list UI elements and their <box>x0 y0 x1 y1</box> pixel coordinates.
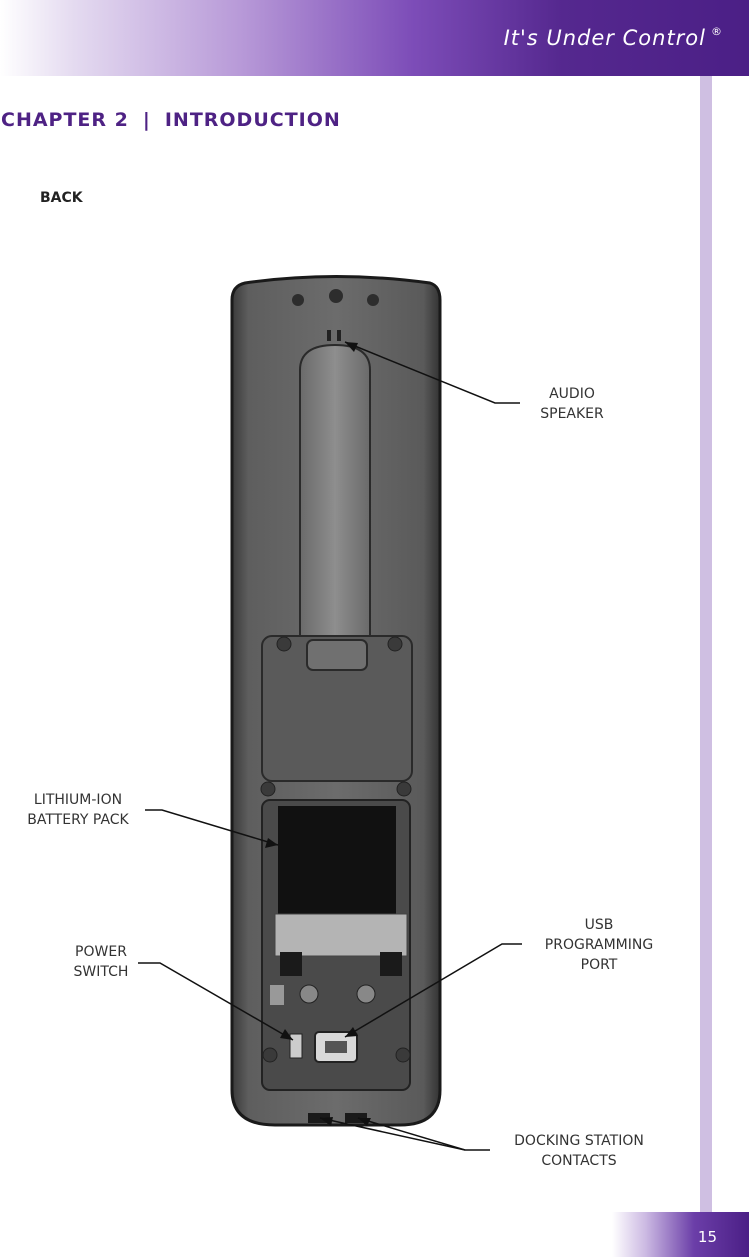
callout-battery-pack-line2: BATTERY PACK <box>27 812 129 828</box>
docking-contact <box>345 1113 367 1123</box>
battery-clip <box>280 952 302 976</box>
page-number: 15 <box>697 1228 717 1246</box>
screw <box>260 781 276 797</box>
chapter-separator: | <box>142 109 151 131</box>
screw <box>395 1047 411 1063</box>
speaker-hole <box>337 330 341 341</box>
docking-contacts-leader <box>357 1117 466 1151</box>
lithium-ion-battery <box>278 806 396 916</box>
page-footer: 15 <box>612 1212 749 1257</box>
top-screw-left <box>292 294 304 306</box>
callout-docking-contacts-line1: DOCKING STATION <box>514 1133 644 1149</box>
brand-tagline: It's Under Control ® <box>504 25 723 50</box>
registered-mark: ® <box>711 25 723 38</box>
usb-port-slot <box>325 1041 347 1053</box>
tagline-text: It's Under Control <box>503 26 706 50</box>
power-switch <box>289 1033 303 1059</box>
chapter-heading: CHAPTER 2 | INTRODUCTION <box>1 109 341 131</box>
callout-audio-speaker-line2: SPEAKER <box>540 406 604 422</box>
docking-contacts-arrow <box>320 1117 333 1126</box>
docking-contacts-arrow <box>358 1118 371 1126</box>
battery-cover-ridge <box>299 343 371 661</box>
screw <box>276 636 292 652</box>
usb-port-arrow <box>345 1027 358 1037</box>
callout-usb-port: USB PROGRAMMING PORT <box>524 915 674 975</box>
section-title: BACK <box>40 190 83 206</box>
cover-latch <box>306 639 368 671</box>
docking-contact <box>308 1113 330 1123</box>
callout-docking-contacts-line2: CONTACTS <box>541 1153 617 1169</box>
audio-speaker-leader <box>344 341 520 404</box>
callout-power-switch-line2: SWITCH <box>73 964 129 980</box>
speaker-hole <box>327 330 331 341</box>
chapter-label: CHAPTER 2 <box>1 109 129 131</box>
top-screw-right <box>367 294 379 306</box>
callout-usb-port-line2: PROGRAMMING <box>544 937 654 953</box>
battery-pack-arrow <box>265 838 278 848</box>
terminal-screw <box>299 984 319 1004</box>
callout-battery-pack: LITHIUM-ION BATTERY PACK <box>8 790 148 830</box>
battery-label-strip <box>274 913 408 957</box>
screw <box>396 781 412 797</box>
audio-speaker-arrow <box>345 342 358 352</box>
battery-clip <box>380 952 402 976</box>
usb-port-leader <box>344 943 522 1038</box>
callout-power-switch: POWER SWITCH <box>55 942 147 982</box>
callout-audio-speaker-line1: AUDIO <box>549 386 595 402</box>
power-switch-arrow <box>280 1029 293 1040</box>
chapter-title: INTRODUCTION <box>164 109 341 131</box>
page-header-banner: It's Under Control ® <box>0 0 749 76</box>
terminal-tab <box>270 985 284 1005</box>
power-switch-leader <box>138 962 294 1041</box>
terminal-screw <box>356 984 376 1004</box>
battery-pack-leader <box>145 809 279 846</box>
callout-docking-contacts: DOCKING STATION CONTACTS <box>490 1131 668 1171</box>
callout-battery-pack-line1: LITHIUM-ION <box>33 792 123 808</box>
callout-power-switch-line1: POWER <box>75 944 127 960</box>
screw <box>387 636 403 652</box>
callout-usb-port-line3: PORT <box>580 957 618 973</box>
callout-audio-speaker: AUDIO SPEAKER <box>522 384 622 424</box>
page-side-bar <box>700 76 712 1212</box>
top-screw-center <box>329 289 343 303</box>
screw <box>262 1047 278 1063</box>
cover-latch-area <box>261 635 413 782</box>
callout-usb-port-line1: USB <box>584 917 614 933</box>
